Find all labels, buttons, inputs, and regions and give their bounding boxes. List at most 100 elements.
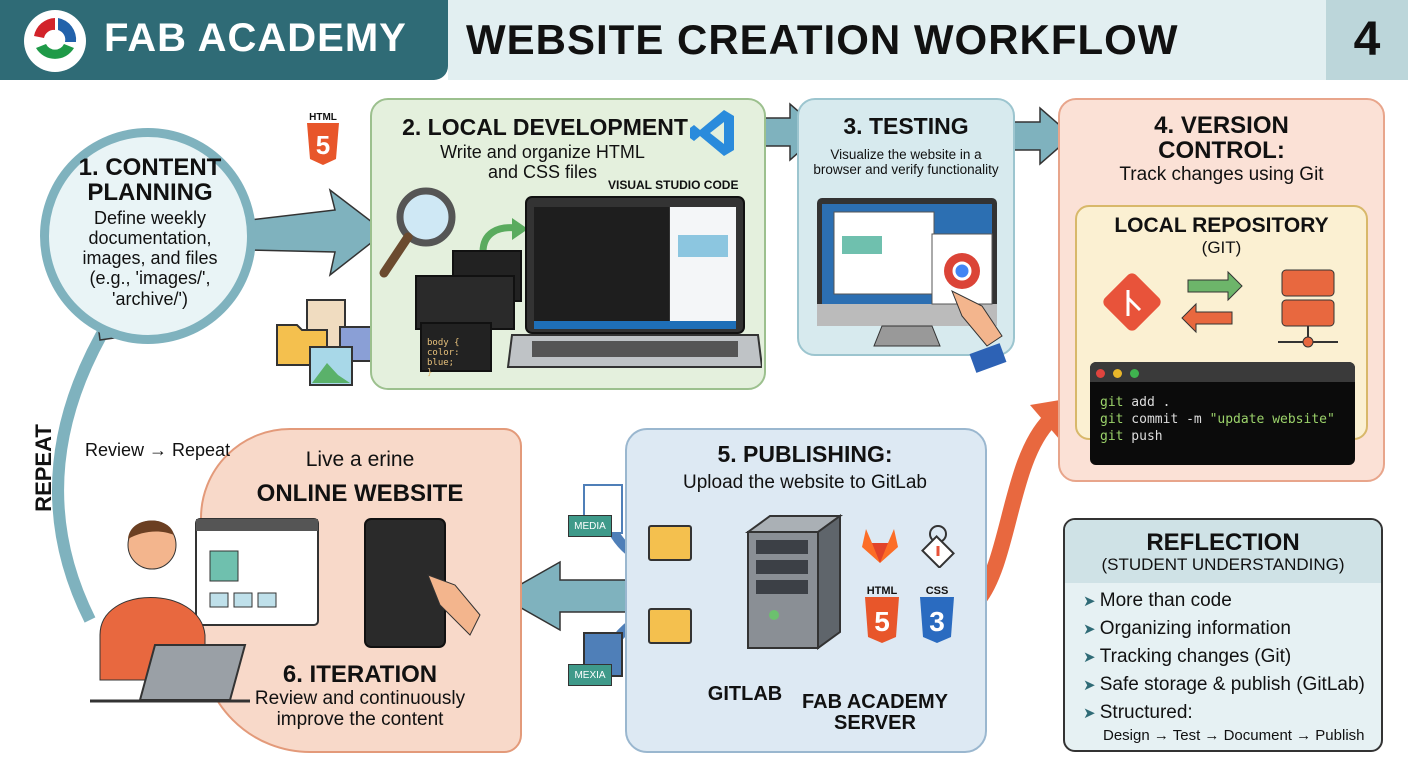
brand-name: FAB ACADEMY bbox=[104, 16, 407, 60]
reflection-item: Organizing information bbox=[1083, 615, 1381, 643]
green-curve-arrow-icon bbox=[479, 218, 528, 253]
step4-description: Track changes using Git bbox=[1119, 164, 1324, 185]
step4-title-line1: 4. VERSION bbox=[1154, 112, 1289, 139]
desc-line: Review and continuously bbox=[254, 688, 466, 709]
terminal-line: git add . bbox=[1100, 394, 1345, 411]
vscode-icon bbox=[690, 110, 734, 156]
html5-badge: HTML 5 bbox=[303, 112, 343, 172]
server-label-line2: SERVER bbox=[834, 712, 916, 734]
desc-line: Visualize the website in a bbox=[830, 147, 982, 162]
laptop-vscode-illustration bbox=[506, 196, 762, 368]
code-card bbox=[415, 275, 515, 330]
arrow-1-to-2 bbox=[249, 188, 387, 277]
terminal-line: git commit -m "update website" bbox=[1100, 411, 1345, 428]
reflection-title: REFLECTION bbox=[1146, 529, 1300, 556]
desc-line: documentation, bbox=[88, 228, 212, 249]
code-line: } bbox=[427, 368, 433, 378]
folder-icon bbox=[648, 608, 692, 644]
git-cmd: git bbox=[1100, 412, 1124, 427]
step1-description: Define weekly documentation, images, and… bbox=[55, 208, 245, 309]
header-title-bar bbox=[448, 0, 1326, 80]
live-website-text: Live a erine bbox=[305, 448, 415, 471]
reflection-item: Structured: bbox=[1083, 699, 1381, 727]
desc-line: (e.g., 'images/', bbox=[89, 268, 211, 289]
desc-line: images, and files bbox=[82, 248, 218, 269]
fab-academy-server-label: FAB ACADEMY SERVER bbox=[800, 692, 950, 734]
server-tower-icon bbox=[744, 514, 844, 650]
step-content-planning bbox=[40, 128, 256, 344]
code-line: body { bbox=[427, 338, 460, 348]
git-args: commit -m bbox=[1123, 412, 1210, 427]
arrow-5-to-4 bbox=[971, 414, 1056, 605]
desc-line: Write and organize HTML bbox=[440, 142, 645, 162]
repeat-label: REPEAT bbox=[31, 424, 56, 512]
server-label-line1: FAB ACADEMY bbox=[802, 691, 948, 713]
local-repository-subtitle: (GIT) bbox=[1201, 238, 1242, 257]
repeat-loop-arrow bbox=[52, 316, 116, 623]
desc-line: improve the content bbox=[276, 709, 444, 731]
step3-title: 3. TESTING bbox=[843, 113, 969, 139]
page-title: WEBSITE CREATION WORKFLOW bbox=[466, 16, 1179, 63]
desc-line: Define weekly bbox=[93, 208, 207, 228]
git-message: "update website" bbox=[1209, 412, 1335, 427]
fab-academy-logo-icon bbox=[24, 10, 86, 72]
html5-badge-publishing: HTML 5 bbox=[862, 585, 902, 650]
vscode-label: VISUAL STUDIO CODE bbox=[608, 178, 739, 192]
reflection-panel: REFLECTION (STUDENT UNDERSTANDING) More … bbox=[1063, 518, 1383, 752]
git-cmd: git bbox=[1100, 395, 1124, 410]
html-badge-label: HTML bbox=[309, 112, 337, 123]
files-and-images-icon bbox=[276, 299, 379, 386]
step2-title: 2. LOCAL DEVELOPMENT bbox=[402, 114, 688, 140]
svg-text:3: 3 bbox=[929, 606, 945, 637]
reflection-item: More than code bbox=[1083, 587, 1381, 615]
minimize-dot-icon bbox=[1112, 369, 1122, 378]
student-laptop-website-illustration bbox=[90, 518, 481, 703]
review-repeat-label: Review → Repeat bbox=[85, 440, 231, 460]
html5-shield-icon: 5 bbox=[865, 597, 899, 643]
desc-line: 'archive/') bbox=[112, 288, 188, 309]
server-icon bbox=[1281, 269, 1335, 297]
media-tag: MEDIA bbox=[568, 515, 612, 537]
page-number: 4 bbox=[1353, 13, 1381, 66]
css3-badge: CSS 3 bbox=[917, 585, 957, 650]
step1-title-line2: PLANNING bbox=[87, 179, 213, 207]
gitlab-label: GITLAB bbox=[707, 683, 783, 705]
git-args: add . bbox=[1123, 395, 1171, 410]
step4-title-line2: CONTROL: bbox=[1158, 137, 1285, 165]
step6-title: 6. ITERATION bbox=[282, 661, 438, 688]
step1-title: 1. CONTENT PLANNING bbox=[55, 154, 245, 207]
terminal-titlebar bbox=[1090, 362, 1355, 382]
css-badge-label: CSS bbox=[925, 585, 949, 597]
step4-title: 4. VERSION CONTROL: bbox=[1058, 112, 1385, 165]
gitlab-logo-icon bbox=[862, 529, 898, 563]
monitor-browser-chrome-illustration bbox=[817, 198, 1007, 373]
desc-line: browser and verify functionality bbox=[813, 162, 999, 178]
media-tag: MEXIA bbox=[568, 664, 612, 686]
page-number-box bbox=[1326, 0, 1408, 80]
html-badge-label: HTML bbox=[866, 585, 898, 597]
terminal-line: git push bbox=[1100, 428, 1345, 445]
git-cmd: git bbox=[1100, 429, 1124, 444]
git-network-icon bbox=[921, 525, 955, 568]
magnifier-icon bbox=[379, 187, 456, 278]
step6-description: Review and continuously improve the cont… bbox=[230, 688, 490, 731]
local-repository-title: LOCAL REPOSITORY bbox=[1114, 214, 1329, 237]
pull-arrow-icon bbox=[1181, 302, 1233, 334]
step5-description: Upload the website to GitLab bbox=[683, 472, 927, 493]
css3-shield-icon: 3 bbox=[920, 597, 954, 643]
maximize-dot-icon bbox=[1129, 369, 1139, 378]
step1-title-line1: 1. CONTENT bbox=[78, 154, 222, 181]
svg-text:5: 5 bbox=[874, 606, 890, 637]
html5-shield-icon: 5 bbox=[307, 123, 339, 165]
folder-icon bbox=[648, 525, 692, 561]
step5-title: 5. PUBLISHING: bbox=[717, 441, 893, 467]
svg-text:5: 5 bbox=[316, 130, 330, 160]
git-terminal: git add . git commit -m "update website"… bbox=[1090, 362, 1355, 465]
git-sync-illustration bbox=[1103, 269, 1338, 348]
desc-line: and CSS files bbox=[487, 162, 598, 183]
step2-description: Write and organize HTML and CSS files bbox=[400, 142, 685, 182]
reflection-subtitle: (STUDENT UNDERSTANDING) bbox=[1101, 555, 1345, 575]
code-line: color: blue; bbox=[427, 348, 460, 368]
push-arrow-icon bbox=[1187, 270, 1243, 302]
reflection-item: Tracking changes (Git) bbox=[1083, 643, 1381, 671]
